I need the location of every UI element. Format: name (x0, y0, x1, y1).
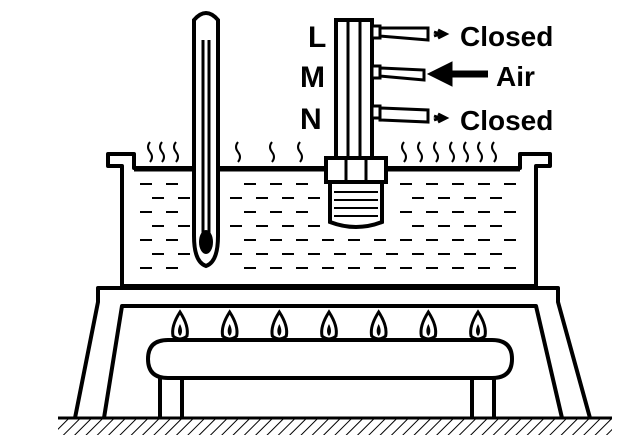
flame-core (476, 324, 480, 336)
steam-wisp (297, 141, 303, 163)
air-arrow (426, 61, 488, 87)
port-state-n: Closed (460, 105, 553, 136)
thermometer (192, 11, 220, 269)
flame-core (277, 324, 282, 336)
steam-wisp (159, 141, 165, 163)
steam-wisp (173, 141, 179, 163)
burner-flames (171, 309, 487, 341)
steam-wisp (433, 141, 439, 163)
steam-wisp (491, 141, 497, 163)
flame-core (426, 324, 431, 336)
port-state-l: Closed (460, 21, 553, 52)
flame-core (327, 324, 331, 336)
flame-core (227, 324, 232, 336)
steam-wisp (449, 141, 455, 163)
valve-ports (370, 24, 430, 124)
flame-core (376, 324, 381, 336)
port-caps (433, 28, 450, 124)
port-letter-l: L (308, 21, 326, 54)
thermo-valve (324, 18, 388, 229)
flame-core (178, 324, 182, 336)
port-state-m: Air (496, 61, 535, 92)
water-surface-lines (140, 183, 516, 269)
port-letter-m: M (300, 61, 325, 94)
steam-wisp (401, 141, 407, 163)
steam-wisp (417, 141, 423, 163)
ground (58, 416, 612, 435)
steam-wisp (269, 141, 275, 163)
steam-wisps (147, 141, 497, 163)
steam-wisp (463, 141, 469, 163)
burner-manifold (145, 338, 515, 418)
port-letter-n: N (300, 103, 322, 136)
steam-wisp (235, 141, 241, 163)
steam-wisp (477, 141, 483, 163)
steam-wisp (147, 141, 153, 163)
